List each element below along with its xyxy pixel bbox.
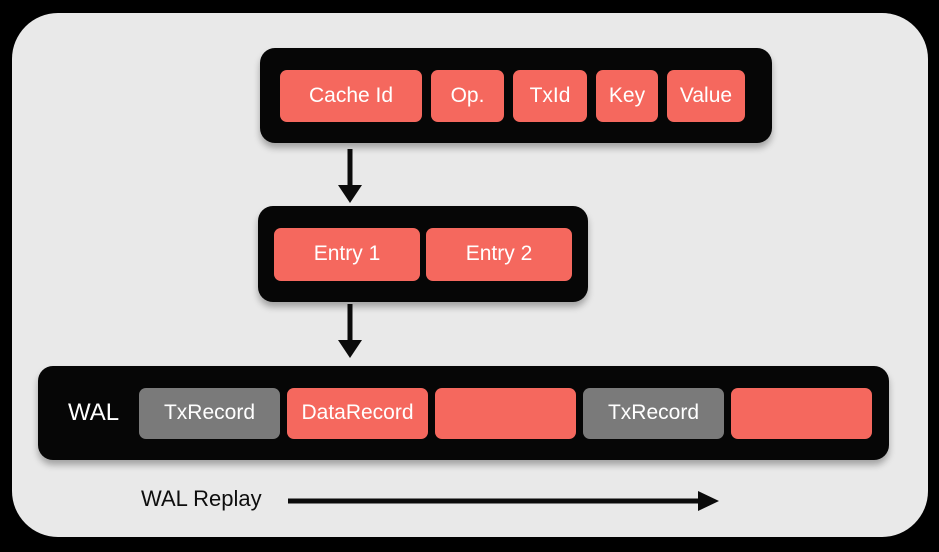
wal-replay-label: WAL Replay — [141, 486, 262, 511]
record-field-value: Value — [667, 69, 745, 122]
wal-cell-txrecord: TxRecord — [139, 387, 280, 439]
wal-box: WAL TxRecord DataRecord TxRecord — [38, 366, 889, 460]
right-arrow-icon — [288, 491, 719, 511]
entry-2-cell: Entry 2 — [426, 227, 572, 281]
wal-cell-empty — [435, 387, 576, 439]
record-field-op: Op. — [431, 69, 504, 122]
record-field-key: Key — [596, 69, 658, 122]
down-arrow-icon — [338, 304, 362, 358]
entries-box: Entry 1 Entry 2 — [258, 206, 588, 302]
record-field-cache-id: Cache Id — [280, 69, 422, 122]
record-field-txid: TxId — [513, 69, 587, 122]
record-structure-box: Cache Id Op. TxId Key Value — [260, 48, 772, 143]
wal-cell-datarecord: DataRecord — [287, 387, 428, 439]
wal-cell-txrecord: TxRecord — [583, 387, 724, 439]
wal-cell-empty — [731, 387, 872, 439]
wal-label: WAL — [68, 399, 120, 426]
down-arrow-icon — [338, 149, 362, 203]
entry-1-cell: Entry 1 — [274, 227, 420, 281]
